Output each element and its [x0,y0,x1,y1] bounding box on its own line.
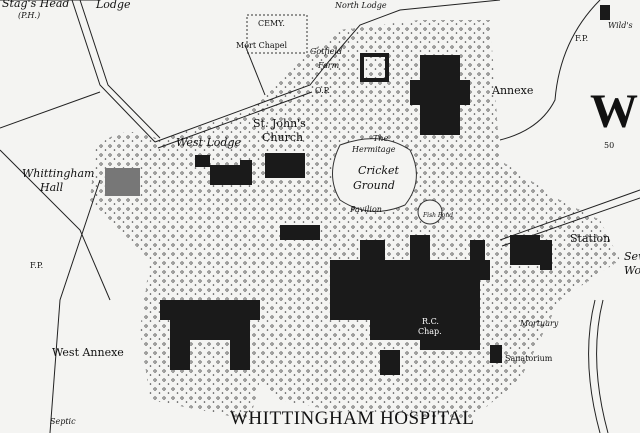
label-st-johns-1: St. John's [253,117,306,130]
label-sewage-1: Sew [624,250,640,263]
map-title: WHITTINGHAM HOSPITAL [230,408,475,429]
label-lodge: Lodge [96,0,131,11]
buildings [105,5,610,375]
label-whittingham-hall-2: Hall [40,181,64,194]
label-west-lodge: West Lodge [176,136,242,149]
label-rc-chapel-1: R.C. [422,317,439,326]
label-cricket-1: Cricket [358,164,399,177]
fish-pond [417,199,443,225]
label-pavilion: Pavilion [350,205,382,214]
label-whittingham-hall-1: Whittingham [22,167,95,180]
label-big-w: W [590,85,638,138]
label-cemetery: CEMY. [258,19,285,28]
label-ph: (P.H.) [18,11,41,20]
label-station: Station [570,232,611,245]
label-rc-chapel-2: Chap. [418,327,442,336]
label-farm-2: Farm [318,61,340,70]
label-hermitage-1: The [373,134,389,143]
label-fish-pond: Fish Pond [423,212,454,219]
label-west-annexe: West Annexe [52,346,124,359]
label-st-johns-2: Church [262,131,304,144]
label-wilds: Wild's [608,21,633,30]
label-hermitage-2: Hermitage [352,145,396,154]
label-fp-top: F.P. [575,34,589,43]
cricket-ground [332,138,417,212]
label-sanatorium: Sanatorium [505,354,553,363]
label-sewage-2: Wo [624,264,640,277]
label-farm-1: Gotfield [310,47,343,56]
label-north-lodge: North Lodge [335,1,387,10]
label-op: O.P. [315,86,330,95]
label-spot-height: 50 [604,141,615,150]
cemetery [246,14,308,54]
label-mort-chapel: Mort Chapel [236,41,288,50]
label-fp-left: F.P. [30,261,44,270]
label-septic: Septic [50,417,76,426]
label-annexe: Annexe [492,84,534,97]
label-mortuary: Mortuary [520,319,559,328]
label-cricket-2: Ground [353,179,395,192]
label-stags-head: Stag's Head [2,0,70,10]
